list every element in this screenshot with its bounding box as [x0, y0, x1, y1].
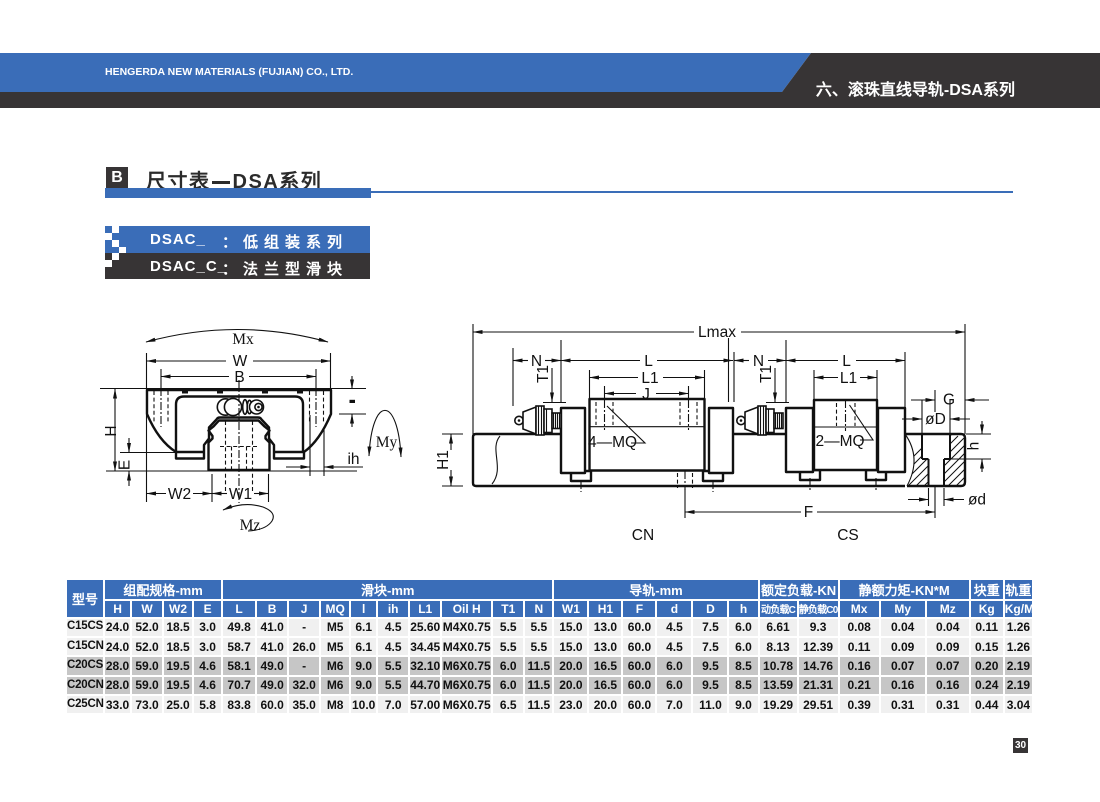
- svg-text:W2: W2: [168, 486, 191, 503]
- svg-text:CN: CN: [632, 527, 654, 544]
- svg-text:W1: W1: [229, 486, 252, 503]
- svg-text:G: G: [943, 392, 955, 409]
- svg-text:Mx: Mx: [232, 331, 254, 348]
- svg-text:F: F: [804, 504, 813, 521]
- svg-text:W: W: [233, 353, 248, 370]
- svg-text:2—MQ: 2—MQ: [815, 433, 864, 450]
- svg-text:H1: H1: [435, 450, 452, 470]
- svg-text:N: N: [531, 353, 542, 370]
- svg-text:E: E: [117, 460, 134, 470]
- svg-text:N: N: [753, 353, 764, 370]
- svg-text:Lmax: Lmax: [698, 324, 736, 341]
- svg-text:h: h: [966, 442, 983, 451]
- svg-text:ih: ih: [347, 451, 359, 468]
- svg-text:B: B: [234, 369, 244, 386]
- svg-text:T1: T1: [758, 365, 775, 383]
- svg-text:ød: ød: [968, 492, 986, 509]
- svg-text:J: J: [642, 386, 650, 403]
- svg-text:Mz: Mz: [240, 517, 261, 534]
- svg-text:L1: L1: [641, 370, 658, 387]
- svg-text:T1: T1: [535, 365, 552, 383]
- svg-text:L1: L1: [840, 370, 857, 387]
- svg-text:H: H: [103, 425, 120, 436]
- svg-text:My: My: [376, 434, 398, 451]
- svg-text:4—MQ: 4—MQ: [588, 434, 637, 451]
- svg-text:øD: øD: [925, 411, 946, 428]
- svg-text:L: L: [644, 353, 653, 370]
- svg-text:CS: CS: [837, 527, 859, 544]
- svg-text:L: L: [842, 353, 851, 370]
